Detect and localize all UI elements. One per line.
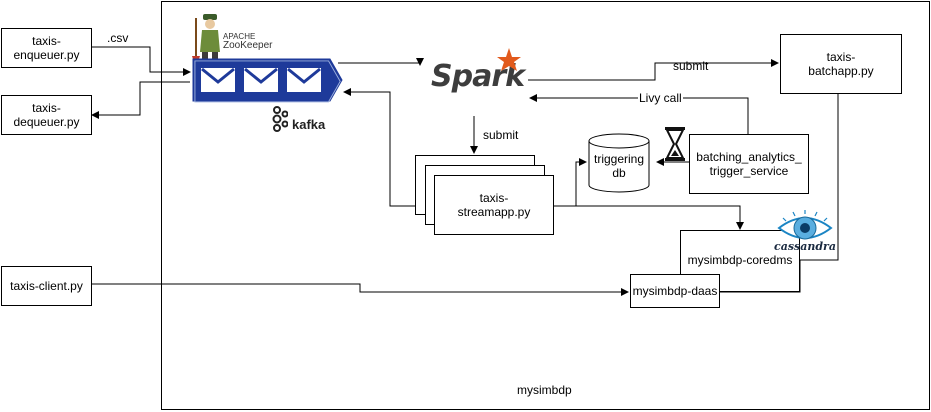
taxis-batchapp-label: taxis- batchapp.py [808,50,874,78]
trigger-service-label: batching_analytics_ trigger_service [696,150,802,178]
edge-spark-batchapp [528,59,779,81]
spark-star-icon [497,48,521,71]
edge-streamapp-db [554,158,587,207]
taxis-streamapp-label: taxis- streamapp.py [457,191,531,219]
daas-label: mysimbdp-daas [632,284,718,298]
mysimbdp-label: mysimbdp [517,383,572,397]
edge-client-daas [92,283,629,296]
edge-dequeuer-kafka [91,81,190,119]
triggering-db-icon[interactable] [588,133,650,193]
edge-streamapp-cassandra [554,205,744,230]
edge-enqueuer-kafka [92,46,191,76]
taxis-dequeuer-label: taxis- dequeuer.py [13,101,80,129]
taxis-client-box[interactable]: taxis-client.py [1,266,92,306]
taxis-client-label: taxis-client.py [10,279,83,293]
hourglass-icon [665,127,685,161]
edge-kafka-spark [338,58,424,66]
kafka-logo-icon [272,106,288,132]
edge-batchapp-coredms [800,94,839,261]
csv-label: .csv [107,31,129,45]
triggering-db-label: triggering db [593,152,645,180]
livy-call-label: Livy call [638,91,683,105]
edge-trigger-spark [529,94,749,134]
taxis-enqueuer-label: taxis- enqueuer.py [13,34,80,62]
mysimbdp-boundary [161,1,930,410]
taxis-batchapp-box[interactable]: taxis- batchapp.py [780,34,902,94]
cassandra-text: cassandra [774,240,836,253]
taxis-dequeuer-box[interactable]: taxis- dequeuer.py [1,95,92,135]
edge-coredms-daas [720,260,801,293]
daas-box[interactable]: mysimbdp-daas [630,274,720,308]
coredms-label: mysimbdp-coredms [687,253,793,267]
zookeeper-icon [192,14,220,62]
kafka-text: kafka [292,117,326,132]
zookeeper-text: ZooKeeper [223,40,273,51]
cassandra-eye-icon [777,210,833,240]
edge-streamapp-kafka [343,88,416,207]
taxis-streamapp-box[interactable]: taxis- streamapp.py [434,175,554,235]
zookeeper-apache-text: APACHE [223,32,256,41]
kafka-queue-icon[interactable] [190,56,346,104]
trigger-service-box[interactable]: batching_analytics_ trigger_service [689,134,809,194]
submit-stream-label: submit [483,128,519,142]
submit-batch-label: submit [673,59,709,73]
taxis-enqueuer-box[interactable]: taxis- enqueuer.py [1,28,92,68]
